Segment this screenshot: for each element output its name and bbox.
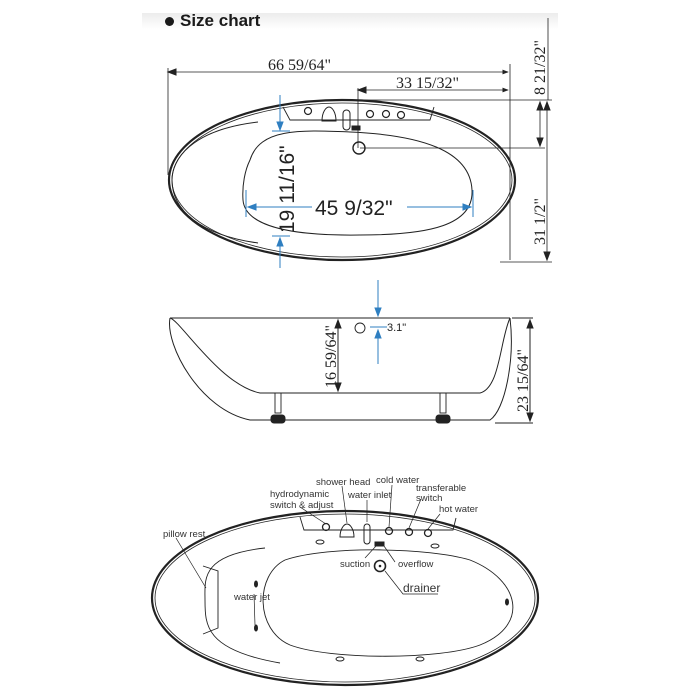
bullet-icon bbox=[165, 16, 174, 26]
title-text: Size chart bbox=[180, 11, 261, 30]
inner-depth-label: 16 59/64" bbox=[323, 325, 340, 388]
overall-width-label: 31 1/2" bbox=[532, 198, 549, 245]
side-view bbox=[169, 317, 534, 424]
header-band bbox=[142, 13, 558, 29]
overall-height-label: 23 15/64" bbox=[515, 349, 532, 412]
page-title: Size chart bbox=[165, 11, 260, 31]
top-view-blue-dims bbox=[245, 95, 474, 268]
label-overflow: overflow bbox=[398, 559, 434, 570]
overflow-offset-label: 3.1" bbox=[387, 322, 406, 334]
label-cold-water: cold water bbox=[376, 475, 419, 486]
label-pillow-rest: pillow rest bbox=[163, 529, 206, 540]
label-hydrodynamic: hydrodynamic bbox=[270, 489, 329, 500]
label-switch-adjust: switch & adjust bbox=[270, 500, 334, 511]
label-transferable: transferable bbox=[416, 483, 466, 494]
label-water-inlet: water inlet bbox=[347, 490, 392, 501]
label-shower-head: shower head bbox=[316, 477, 370, 488]
label-suction: suction bbox=[340, 559, 370, 570]
feature-view bbox=[150, 484, 540, 687]
inner-length-label: 45 9/32" bbox=[315, 197, 393, 220]
label-water-jet: water jet bbox=[233, 592, 270, 603]
drain-offset-depth-label: 8 21/32" bbox=[532, 40, 549, 95]
inner-width-label: 19 11/16" bbox=[276, 145, 299, 233]
label-drainer: drainer bbox=[403, 581, 440, 595]
overall-length-label: 66 59/64" bbox=[268, 57, 331, 74]
feature-labels: shower head cold water hydrodynamic swit… bbox=[163, 475, 478, 603]
side-view-blue-dims bbox=[370, 280, 387, 364]
label-switch: switch bbox=[416, 493, 442, 504]
drain-offset-length-label: 33 15/32" bbox=[396, 75, 459, 92]
top-view bbox=[166, 18, 552, 263]
label-hot-water: hot water bbox=[439, 504, 478, 515]
